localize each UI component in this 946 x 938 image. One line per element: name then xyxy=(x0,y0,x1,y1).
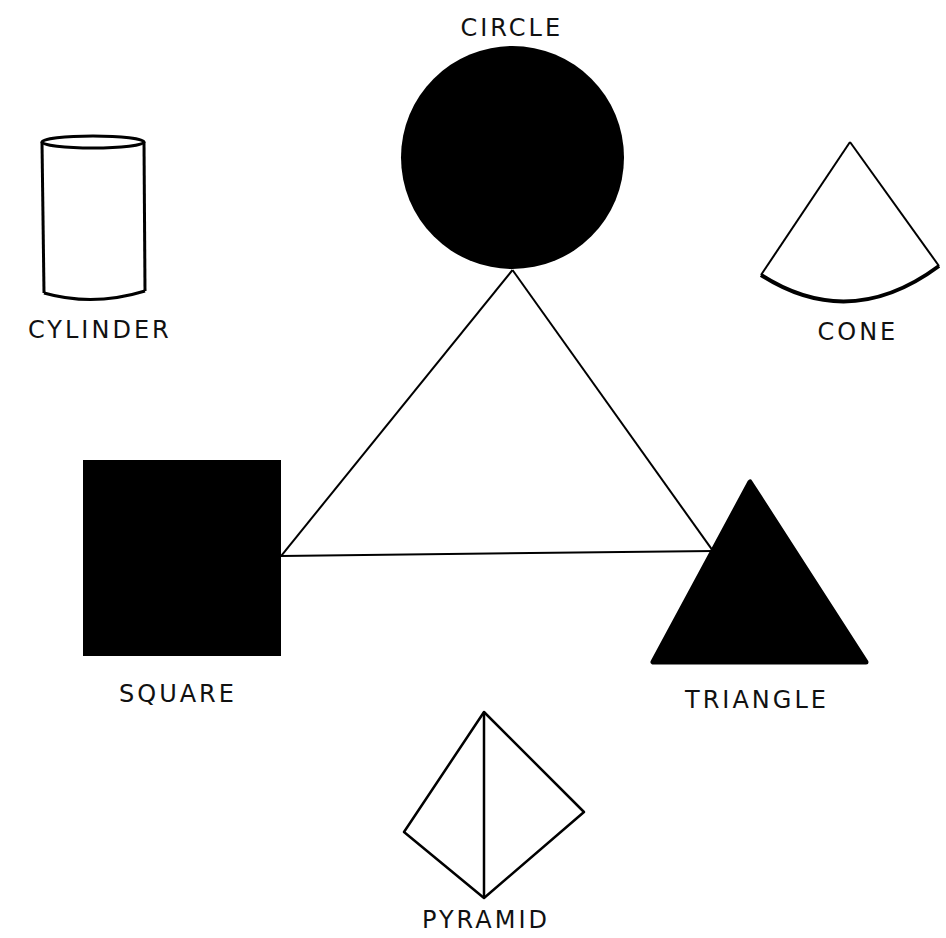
cylinder-shape xyxy=(38,133,148,305)
cone-node: CONE xyxy=(755,138,941,344)
filled-square xyxy=(83,460,281,656)
filled-triangle xyxy=(653,482,866,662)
shape-label: CONE xyxy=(818,320,899,344)
connector-line xyxy=(513,270,713,551)
pyramid-outline xyxy=(404,712,584,898)
shape-label: TRIANGLE xyxy=(685,688,829,712)
cone-outline xyxy=(761,142,939,301)
cylinder-outline xyxy=(42,136,145,300)
square-node: SQUARE xyxy=(83,460,281,706)
shape-label: PYRAMID xyxy=(422,908,550,932)
triangle-node: TRIANGLE xyxy=(650,478,870,712)
triangle-shape xyxy=(650,478,870,666)
shape-label: CIRCLE xyxy=(461,16,564,40)
circle-shape xyxy=(400,45,625,270)
square-shape xyxy=(83,460,281,656)
pyramid-shape xyxy=(400,708,588,902)
cone-shape xyxy=(755,138,941,306)
cylinder-node: CYLINDER xyxy=(28,133,172,342)
circle-node: CIRCLE xyxy=(400,16,625,270)
shape-label: CYLINDER xyxy=(28,318,172,342)
shape-label: SQUARE xyxy=(119,682,237,706)
filled-circle xyxy=(401,46,624,269)
connector-line xyxy=(281,270,513,556)
pyramid-node: PYRAMID xyxy=(400,708,588,932)
connector-line xyxy=(281,551,713,556)
